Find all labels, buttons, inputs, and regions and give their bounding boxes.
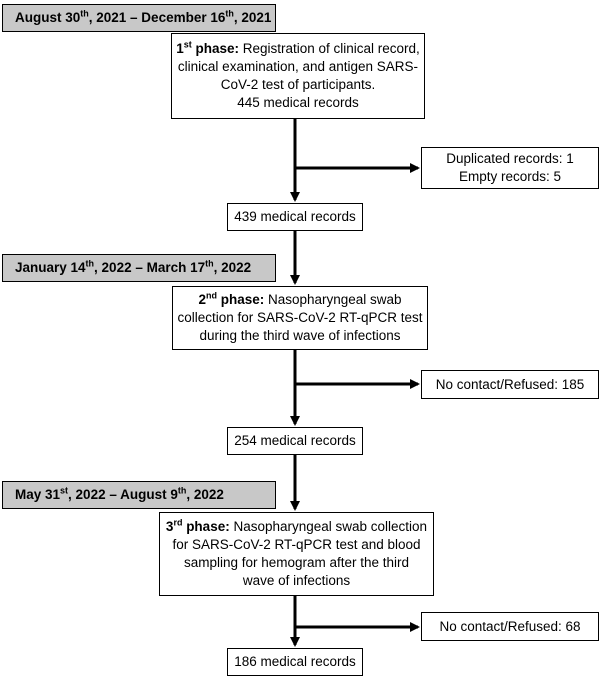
date-range-phase1: August 30th, 2021 – December 16th, 2021 [2, 4, 276, 32]
phase2-exclusion-box: No contact/Refused: 185 [421, 370, 599, 399]
phase2-box: 2nd phase: Nasopharyngeal swab collectio… [172, 286, 428, 350]
date-range-phase2: January 14th, 2022 – March 17th, 2022 [2, 254, 276, 282]
date-range-phase3: May 31st, 2022 – August 9th, 2022 [2, 481, 276, 509]
phase3-box: 3rd phase: Nasopharyngeal swab collectio… [159, 512, 434, 596]
phase1-result-box: 439 medical records [227, 203, 363, 231]
phase3-result-box: 186 medical records [227, 648, 363, 676]
phase3-exclusion-box: No contact/Refused: 68 [421, 612, 599, 641]
phase2-result-box: 254 medical records [227, 427, 363, 455]
phase1-box: 1st phase: Registration of clinical reco… [171, 33, 425, 119]
phase1-exclusion-box: Duplicated records: 1 Empty records: 5 [421, 147, 599, 189]
